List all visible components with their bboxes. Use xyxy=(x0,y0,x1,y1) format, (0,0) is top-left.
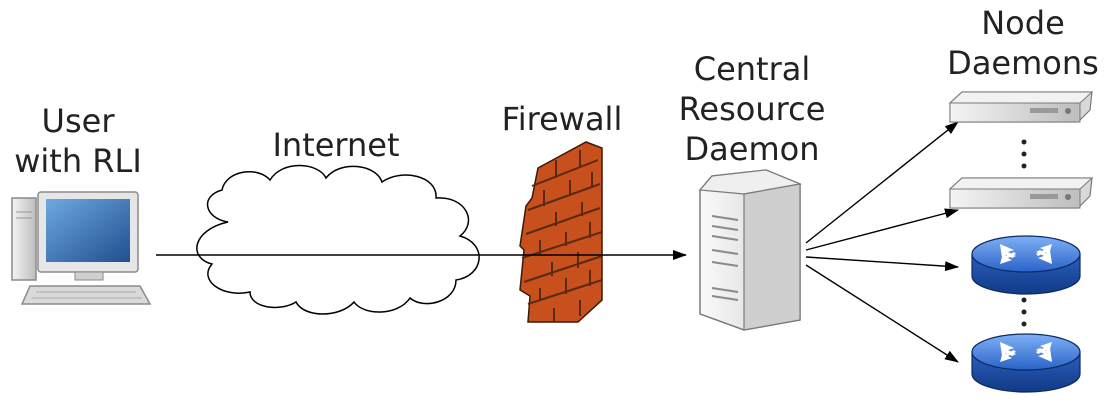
firewall-icon xyxy=(519,141,603,323)
internet-label: Internet xyxy=(272,126,399,164)
arrow-to-node-3 xyxy=(805,256,959,272)
nodes-label-line2: Daemons xyxy=(947,44,1099,82)
firewall-label: Firewall xyxy=(502,100,623,138)
router-icon xyxy=(971,333,1081,393)
ellipsis-dots-lower xyxy=(1021,297,1027,327)
ellipsis-dots-upper xyxy=(1021,139,1027,169)
central-label-line1: Central xyxy=(694,50,811,88)
router-icon xyxy=(971,235,1081,295)
user-label-line2: with RLI xyxy=(14,142,142,180)
server-blade-icon xyxy=(948,91,1094,123)
nodes-label-line1: Node xyxy=(981,4,1065,42)
user-label-line1: User xyxy=(42,102,116,140)
arrow-to-node-2 xyxy=(805,208,959,251)
internet-cloud-icon xyxy=(196,164,480,315)
server-blade-icon xyxy=(948,177,1094,209)
arrow-to-node-4 xyxy=(805,264,959,363)
central-server-icon xyxy=(698,169,803,331)
central-label-line3: Daemon xyxy=(685,130,820,168)
central-label-line2: Resource xyxy=(679,90,826,128)
user-computer-icon xyxy=(11,191,152,305)
arrow-to-node-1 xyxy=(805,121,959,244)
